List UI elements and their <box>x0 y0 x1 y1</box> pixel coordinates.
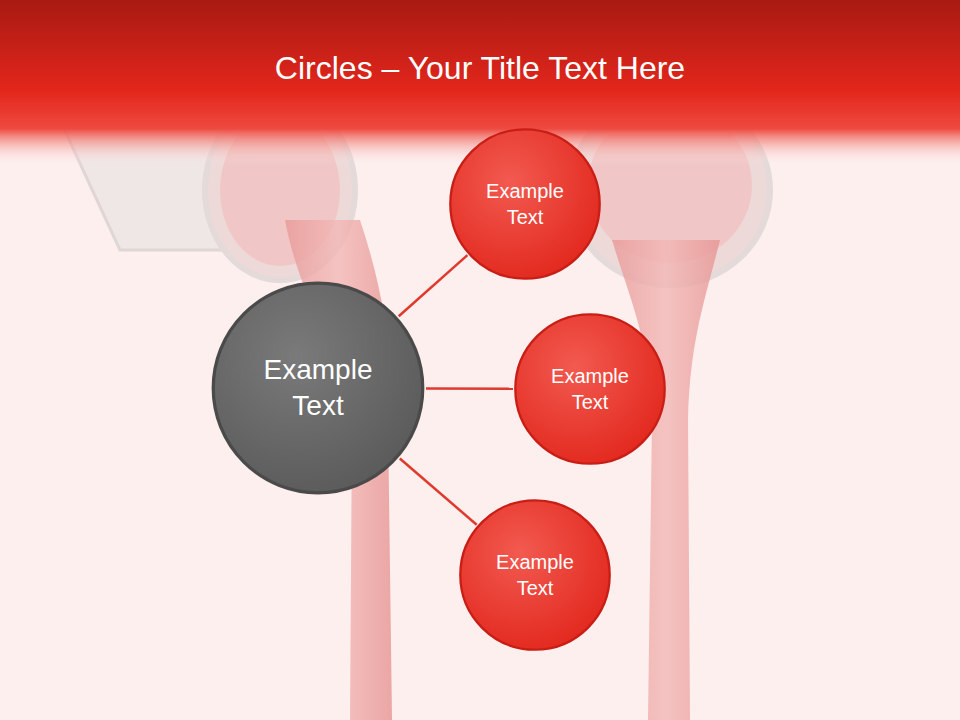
node-text-wrap: Example Text <box>513 312 667 466</box>
node-label: Example Text <box>488 549 583 601</box>
branch-circle: Example Text <box>513 312 667 466</box>
node-text-wrap: Example Text <box>210 280 426 496</box>
node-label: Example Text <box>478 178 573 230</box>
connector-line <box>426 387 513 390</box>
circle-shape <box>458 498 612 652</box>
connector-line <box>399 255 468 316</box>
branch-circle: Example Text <box>458 498 612 652</box>
node-text-wrap: Example Text <box>448 127 602 281</box>
connector <box>399 255 468 316</box>
node-text-group: Example Text <box>251 352 385 425</box>
circle-shape <box>210 280 426 496</box>
node-text-group: Example Text <box>543 363 638 415</box>
circle-shape <box>448 127 602 281</box>
node-label: Example Text <box>543 363 638 415</box>
connector-line <box>400 459 477 525</box>
branch-circle: Example Text <box>448 127 602 281</box>
slide-title: Circles – Your Title Text Here <box>0 50 960 87</box>
node-label: Example Text <box>251 352 385 425</box>
node-text-group: Example Text <box>488 549 583 601</box>
circle-shape <box>513 312 667 466</box>
connector <box>426 388 513 389</box>
connector <box>400 459 477 525</box>
node-text-group: Example Text <box>478 178 573 230</box>
center-circle: Example Text <box>210 280 426 496</box>
node-text-wrap: Example Text <box>458 498 612 652</box>
